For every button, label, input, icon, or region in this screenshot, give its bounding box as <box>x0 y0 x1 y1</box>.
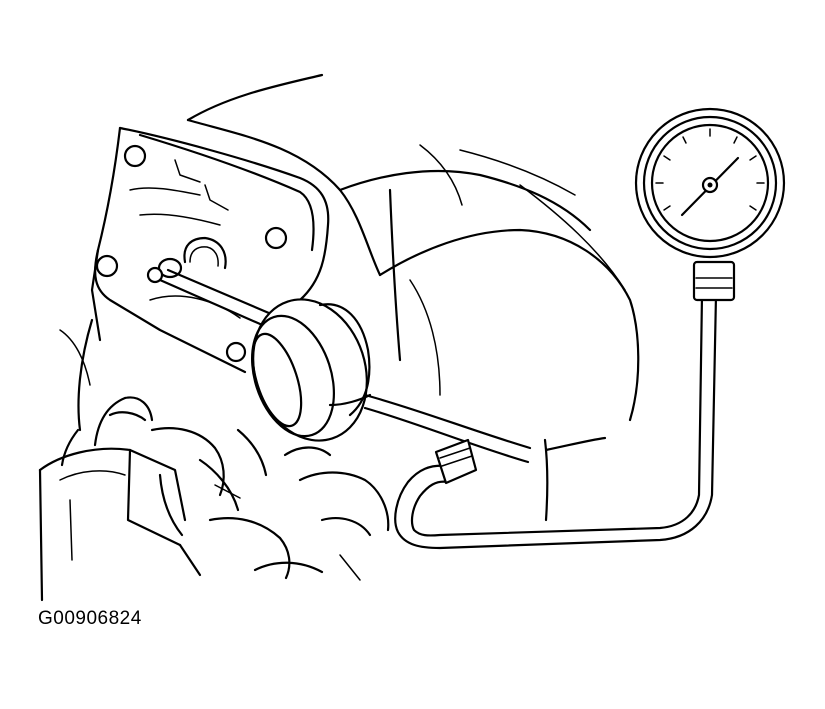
bolt-icon <box>225 341 247 363</box>
bolt-icon <box>123 144 147 168</box>
lower-engine-parts <box>38 329 390 602</box>
gauge-ticks <box>655 128 765 211</box>
bolt-icon <box>95 254 119 278</box>
vacuum-hose <box>363 293 718 550</box>
bolt-icon <box>264 226 288 250</box>
vacuum-gauge <box>634 107 786 302</box>
throttle-body-plate <box>77 126 330 432</box>
vacuum-actuator <box>250 298 372 442</box>
figure-id-label: G00906824 <box>38 608 142 629</box>
engine-body-outline <box>186 73 640 522</box>
